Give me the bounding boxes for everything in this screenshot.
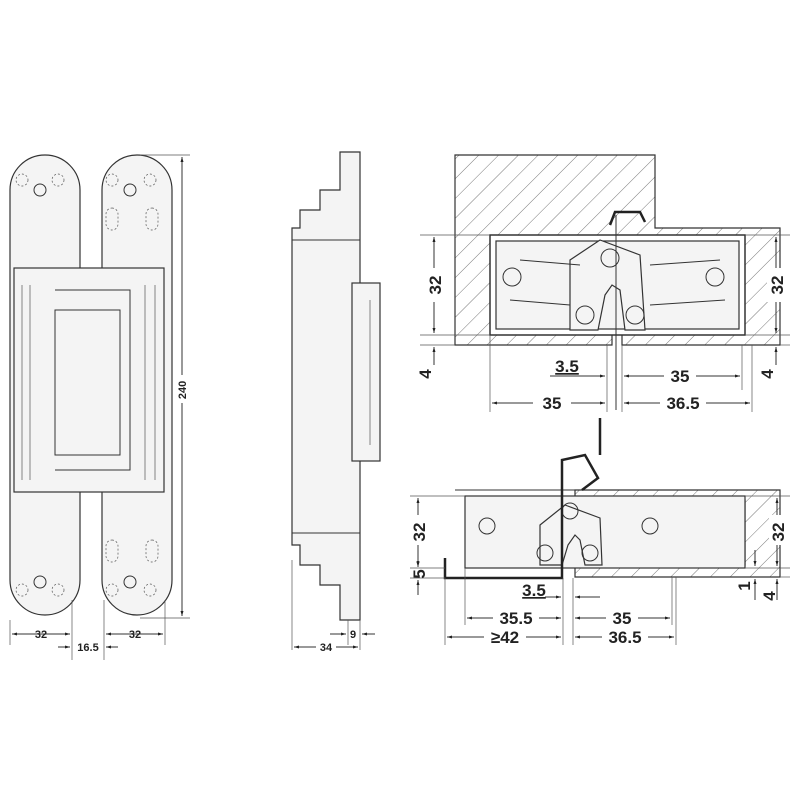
- dim-gap: 16.5: [77, 642, 98, 654]
- dim-height-right: 32: [769, 523, 788, 542]
- dim-outer-left: ≥42: [491, 628, 519, 647]
- dim-width-right: 32: [129, 629, 141, 641]
- dim-depth-small: 9: [350, 629, 356, 641]
- dim-inner-left: 35.5: [499, 609, 532, 628]
- top-section-view: 32 32 4 4 3.5 35 35 36.5: [416, 154, 790, 413]
- dim-offset-right: 4: [758, 369, 777, 379]
- dim-inner-right: 35: [613, 609, 632, 628]
- hinge-body: [13, 267, 165, 493]
- dim-outer-right: 36.5: [666, 394, 699, 413]
- dim-height: 240: [177, 381, 189, 399]
- side-view: 9 34: [291, 151, 381, 654]
- dim-offset-left: 5: [410, 569, 429, 578]
- dim-offset-small: 1: [735, 581, 754, 590]
- screw-hole-icons: [15, 173, 159, 597]
- dim-height-right: 32: [768, 276, 787, 295]
- dim-outer-right: 36.5: [608, 628, 641, 647]
- front-view: 32 16.5 32 240: [9, 154, 190, 660]
- dim-offset-right: 4: [760, 591, 779, 601]
- dim-outer-left: 35: [543, 394, 562, 413]
- dim-gap: 3.5: [555, 357, 579, 376]
- dim-width-left: 32: [35, 629, 47, 641]
- dim-inner-right: 35: [671, 367, 690, 386]
- dim-offset-left: 4: [416, 369, 435, 379]
- dim-height-left: 32: [410, 523, 429, 542]
- side-body: [351, 282, 381, 462]
- dim-gap: 3.5: [522, 581, 546, 600]
- bottom-section-view: 32 32 5 1 4 3.5 35.5 35 ≥42 36.5: [410, 418, 790, 647]
- dim-depth-total: 34: [320, 642, 333, 654]
- dim-height-left: 32: [426, 276, 445, 295]
